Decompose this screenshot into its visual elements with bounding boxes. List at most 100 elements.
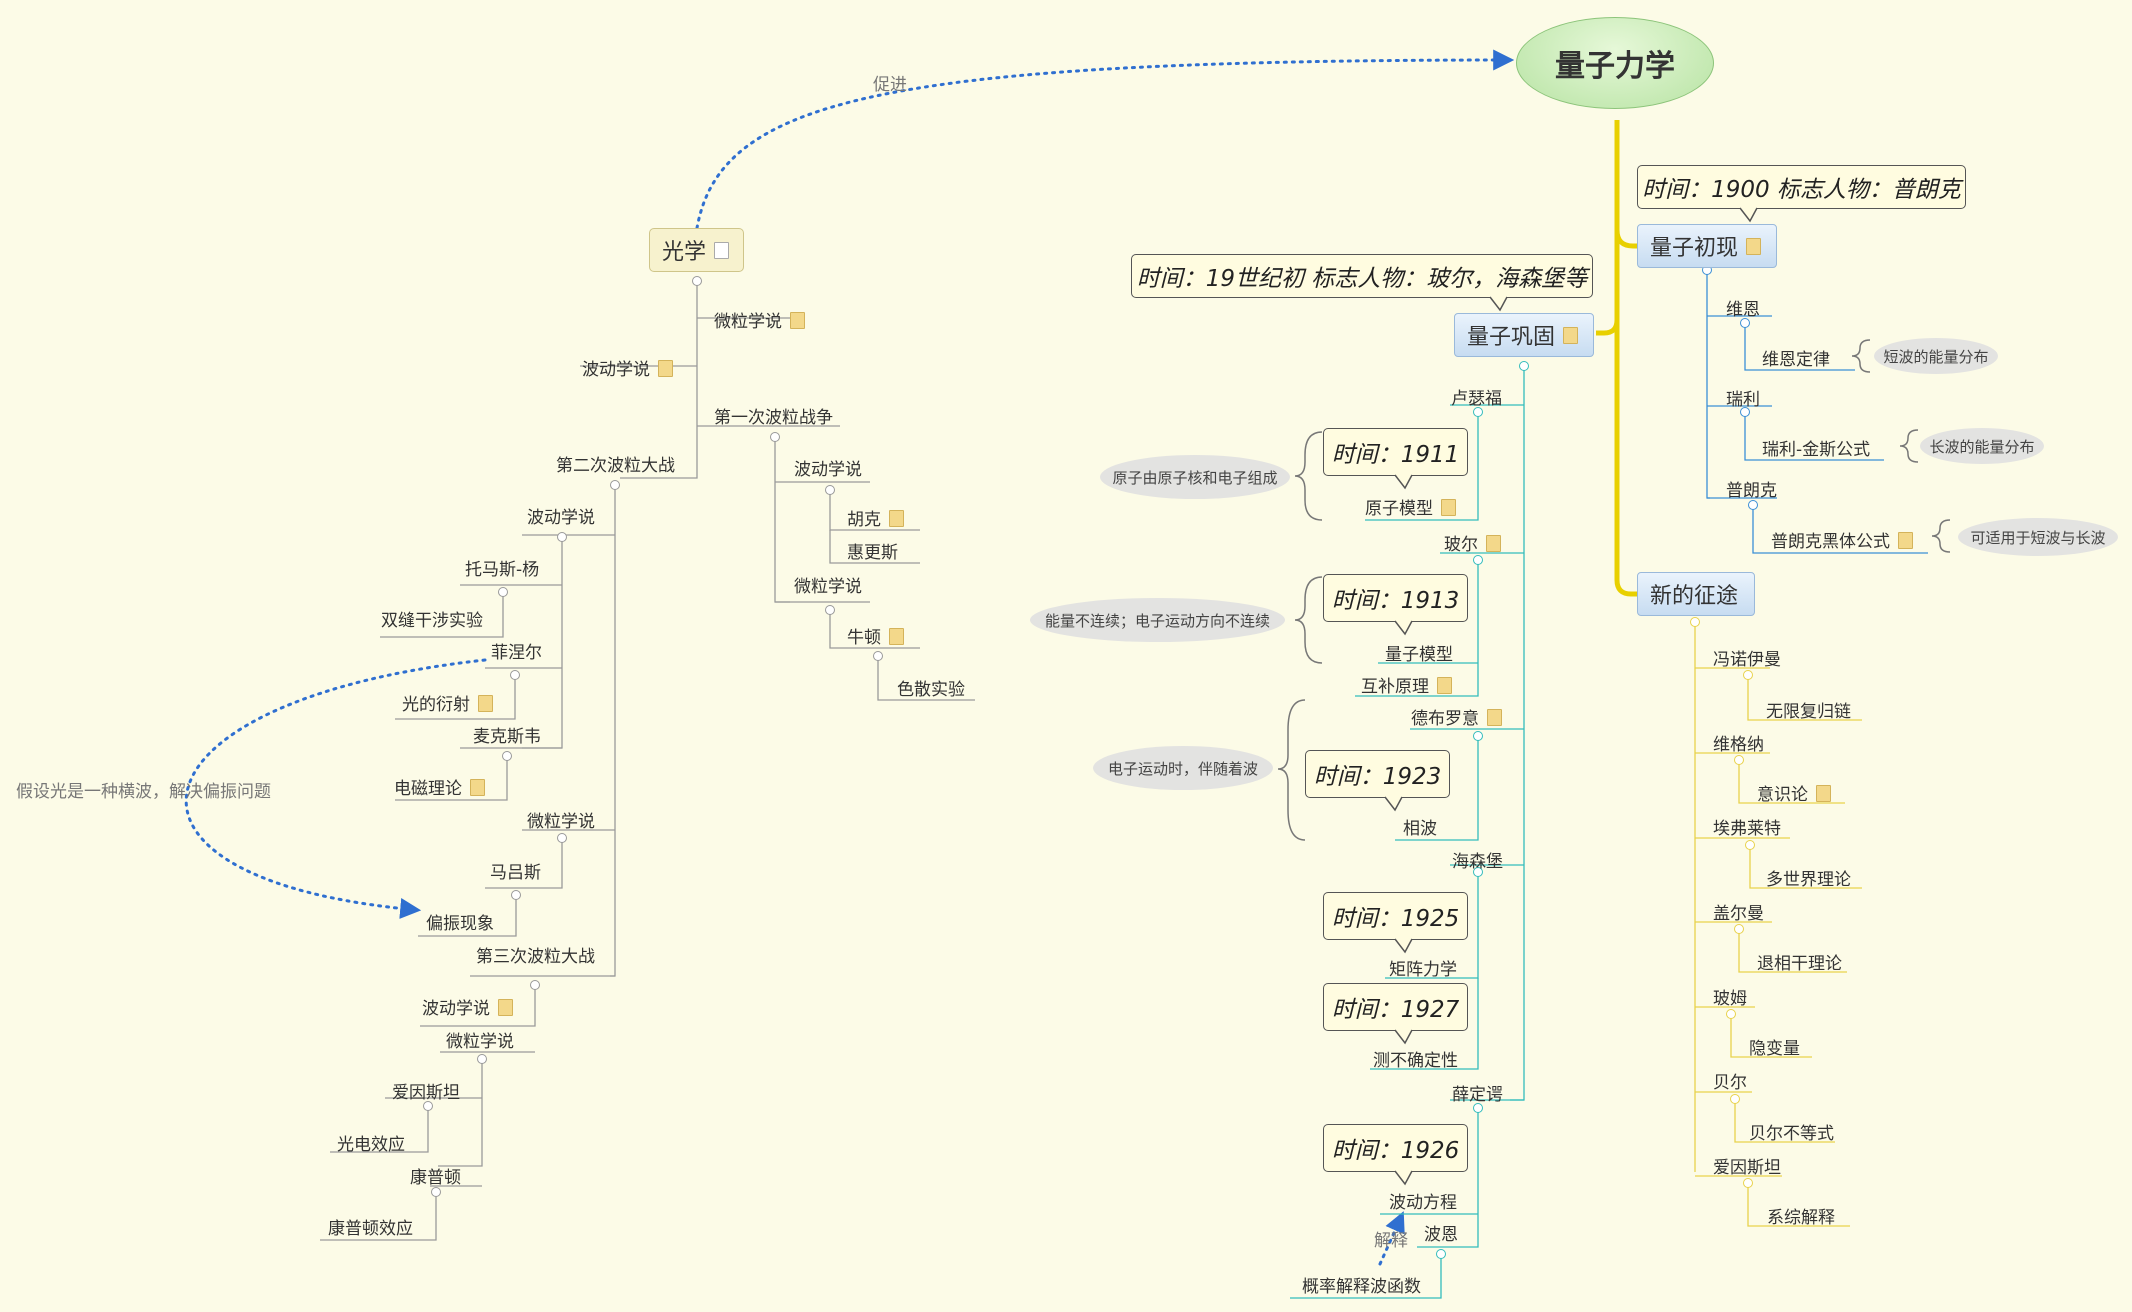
war1-dispersion[interactable]: 色散实验 bbox=[897, 680, 965, 700]
journey-person[interactable]: 盖尔曼 bbox=[1713, 904, 1764, 924]
consol-atom-model[interactable]: 原子模型 bbox=[1365, 494, 1456, 519]
consol-phase-wave[interactable]: 相波 bbox=[1403, 819, 1437, 839]
consol-bohr[interactable]: 玻尔 bbox=[1444, 530, 1501, 555]
war3-photoelectric[interactable]: 光电效应 bbox=[337, 1135, 405, 1155]
journey-person[interactable]: 玻姆 bbox=[1713, 989, 1747, 1009]
topic-optics[interactable]: 光学 bbox=[649, 228, 744, 272]
consol-uncertainty[interactable]: 测不确定性 bbox=[1373, 1051, 1458, 1071]
journey-person[interactable]: 贝尔 bbox=[1713, 1073, 1747, 1093]
note-icon[interactable] bbox=[1441, 499, 1456, 516]
optics-particle1[interactable]: 微粒学说 bbox=[714, 307, 805, 332]
war2-malus[interactable]: 马吕斯 bbox=[490, 863, 541, 883]
note-icon[interactable] bbox=[498, 999, 513, 1016]
war1-newton[interactable]: 牛顿 bbox=[847, 623, 904, 648]
war3-wave[interactable]: 波动学说 bbox=[422, 994, 513, 1019]
war3-compton-effect[interactable]: 康普顿效应 bbox=[328, 1219, 413, 1239]
consol-heisenberg[interactable]: 海森堡 bbox=[1452, 852, 1503, 872]
journey-person[interactable]: 冯诺伊曼 bbox=[1713, 650, 1781, 670]
war2-wave[interactable]: 波动学说 bbox=[527, 508, 595, 528]
journey-person[interactable]: 维格纳 bbox=[1713, 735, 1764, 755]
callout-1923: 时间：1923 bbox=[1305, 750, 1450, 798]
journey-idea[interactable]: 贝尔不等式 bbox=[1749, 1124, 1834, 1144]
journey-person[interactable]: 埃弗莱特 bbox=[1713, 819, 1781, 839]
war2-maxwell[interactable]: 麦克斯韦 bbox=[473, 727, 541, 747]
summary-atom: 原子由原子核和电子组成 bbox=[1100, 455, 1290, 499]
begin-wien[interactable]: 维恩 bbox=[1726, 300, 1760, 320]
war2-em-theory[interactable]: 电磁理论 bbox=[394, 774, 485, 799]
war2-diffraction[interactable]: 光的衍射 bbox=[402, 690, 493, 715]
journey-idea[interactable]: 无限复归链 bbox=[1766, 702, 1851, 722]
optics-war1[interactable]: 第一次波粒战争 bbox=[714, 408, 833, 428]
note-icon[interactable] bbox=[889, 510, 904, 527]
begin-planck-law[interactable]: 普朗克黑体公式 bbox=[1771, 527, 1913, 552]
consol-bohm[interactable]: 波恩 bbox=[1424, 1225, 1458, 1245]
journey-idea[interactable]: 隐变量 bbox=[1749, 1039, 1800, 1059]
callout-1925: 时间：1925 bbox=[1323, 892, 1468, 940]
callout-1911: 时间：1911 bbox=[1323, 428, 1468, 476]
begin-wien-law[interactable]: 维恩定律 bbox=[1762, 350, 1830, 370]
summary-wien: 短波的能量分布 bbox=[1874, 338, 1998, 374]
callout-consolidation: 时间：19世纪初 标志人物：玻尔，海森堡等 bbox=[1131, 254, 1593, 298]
note-icon[interactable] bbox=[478, 695, 493, 712]
relation-label-jieshi: 解释 bbox=[1374, 1231, 1408, 1251]
root-topic[interactable]: 量子力学 bbox=[1516, 17, 1714, 109]
topic-beginning[interactable]: 量子初现 bbox=[1637, 224, 1777, 268]
journey-idea[interactable]: 退相干理论 bbox=[1757, 954, 1842, 974]
journey-idea[interactable]: 系综解释 bbox=[1767, 1208, 1835, 1228]
note-icon[interactable] bbox=[790, 312, 805, 329]
war2-polarization[interactable]: 偏振现象 bbox=[426, 914, 494, 934]
note-icon[interactable] bbox=[658, 360, 673, 377]
war2-young[interactable]: 托马斯-杨 bbox=[465, 560, 540, 580]
war3-compton[interactable]: 康普顿 bbox=[410, 1168, 461, 1188]
consol-debroglie[interactable]: 德布罗意 bbox=[1411, 704, 1502, 729]
topic-new-journey[interactable]: 新的征途 bbox=[1637, 572, 1755, 616]
war1-particle[interactable]: 微粒学说 bbox=[794, 577, 862, 597]
summary-bohr: 能量不连续；电子运动方向不连续 bbox=[1030, 598, 1285, 642]
war3-particle[interactable]: 微粒学说 bbox=[446, 1032, 514, 1052]
consol-wave-eq[interactable]: 波动方程 bbox=[1389, 1193, 1457, 1213]
consol-schrodinger[interactable]: 薛定谔 bbox=[1452, 1085, 1503, 1105]
note-icon[interactable] bbox=[470, 779, 485, 796]
callout-1926: 时间：1926 bbox=[1323, 1124, 1468, 1172]
note-icon[interactable] bbox=[714, 241, 730, 259]
note-icon[interactable] bbox=[1746, 237, 1762, 255]
callout-1927: 时间：1927 bbox=[1323, 983, 1468, 1031]
optics-wave1[interactable]: 波动学说 bbox=[582, 355, 673, 380]
war3-einstein[interactable]: 爱因斯坦 bbox=[392, 1083, 460, 1103]
note-icon[interactable] bbox=[1487, 709, 1502, 726]
war1-hooke[interactable]: 胡克 bbox=[847, 505, 904, 530]
consol-rutherford[interactable]: 卢瑟福 bbox=[1451, 389, 1502, 409]
callout-beginning: 时间：1900 标志人物：普朗克 bbox=[1637, 165, 1966, 209]
consol-quantum-model[interactable]: 量子模型 bbox=[1385, 645, 1453, 665]
begin-planck[interactable]: 普朗克 bbox=[1726, 481, 1777, 501]
war2-double-slit[interactable]: 双缝干涉实验 bbox=[381, 611, 483, 631]
callout-1913: 时间：1913 bbox=[1323, 574, 1468, 622]
relation-label-cujin: 促进 bbox=[873, 75, 907, 95]
note-icon[interactable] bbox=[1563, 326, 1579, 344]
note-icon[interactable] bbox=[1486, 535, 1501, 552]
note-icon[interactable] bbox=[1437, 677, 1452, 694]
summary-rj: 长波的能量分布 bbox=[1920, 428, 2044, 464]
war1-wave[interactable]: 波动学说 bbox=[794, 460, 862, 480]
war2-particle[interactable]: 微粒学说 bbox=[527, 812, 595, 832]
summary-debroglie: 电子运动时，伴随着波 bbox=[1093, 746, 1273, 790]
begin-rayleigh[interactable]: 瑞利 bbox=[1726, 390, 1760, 410]
summary-planck: 可适用于短波与长波 bbox=[1958, 518, 2118, 556]
note-icon[interactable] bbox=[1816, 785, 1831, 802]
consol-prob-wave[interactable]: 概率解释波函数 bbox=[1302, 1277, 1421, 1297]
relation-label-polarization: 假设光是一种横波，解决偏振问题 bbox=[16, 782, 271, 802]
topic-consolidation[interactable]: 量子巩固 bbox=[1454, 313, 1594, 357]
consol-complementarity[interactable]: 互补原理 bbox=[1361, 672, 1452, 697]
war1-huygens[interactable]: 惠更斯 bbox=[847, 543, 898, 563]
optics-war3[interactable]: 第三次波粒大战 bbox=[476, 947, 595, 967]
war2-fresnel[interactable]: 菲涅尔 bbox=[491, 643, 542, 663]
consol-matrix[interactable]: 矩阵力学 bbox=[1389, 960, 1457, 980]
note-icon[interactable] bbox=[889, 628, 904, 645]
note-icon[interactable] bbox=[1898, 532, 1913, 549]
journey-idea[interactable]: 意识论 bbox=[1757, 780, 1831, 805]
optics-war2[interactable]: 第二次波粒大战 bbox=[556, 456, 675, 476]
journey-person[interactable]: 爱因斯坦 bbox=[1713, 1158, 1781, 1178]
begin-rj-law[interactable]: 瑞利-金斯公式 bbox=[1762, 440, 1871, 460]
journey-idea[interactable]: 多世界理论 bbox=[1766, 870, 1851, 890]
